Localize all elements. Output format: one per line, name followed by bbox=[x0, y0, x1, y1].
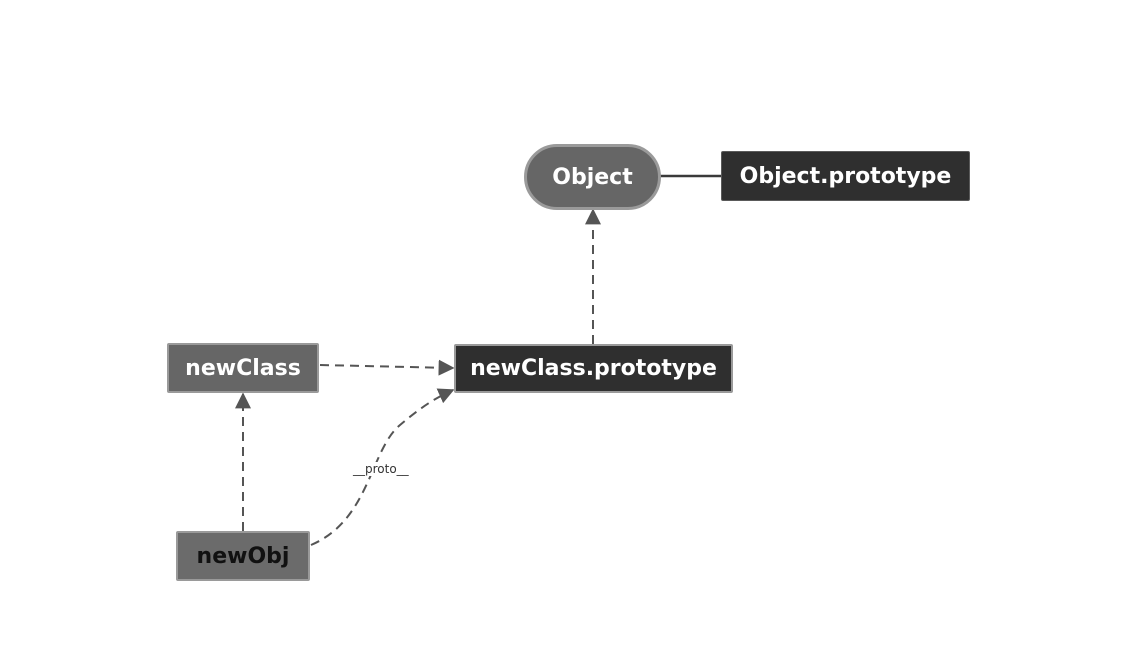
newobj-proto-arrow bbox=[310, 388, 455, 546]
object-node[interactable]: Object bbox=[524, 144, 661, 210]
proto-edge-label: __proto__ bbox=[352, 462, 410, 476]
newclass-node[interactable]: newClass bbox=[167, 343, 319, 393]
newobj-node-label: newObj bbox=[196, 543, 290, 569]
newclass-to-newclass-prototype-arrow bbox=[319, 359, 455, 376]
newobj-node[interactable]: newObj bbox=[176, 531, 310, 581]
newclass-prototype-node[interactable]: newClass.prototype bbox=[454, 344, 733, 393]
newclass-node-label: newClass bbox=[185, 355, 301, 381]
object-prototype-node-label: Object.prototype bbox=[739, 163, 952, 189]
newclass-prototype-node-label: newClass.prototype bbox=[470, 356, 717, 381]
object-prototype-node[interactable]: Object.prototype bbox=[721, 151, 970, 201]
object-node-label: Object bbox=[552, 164, 633, 190]
